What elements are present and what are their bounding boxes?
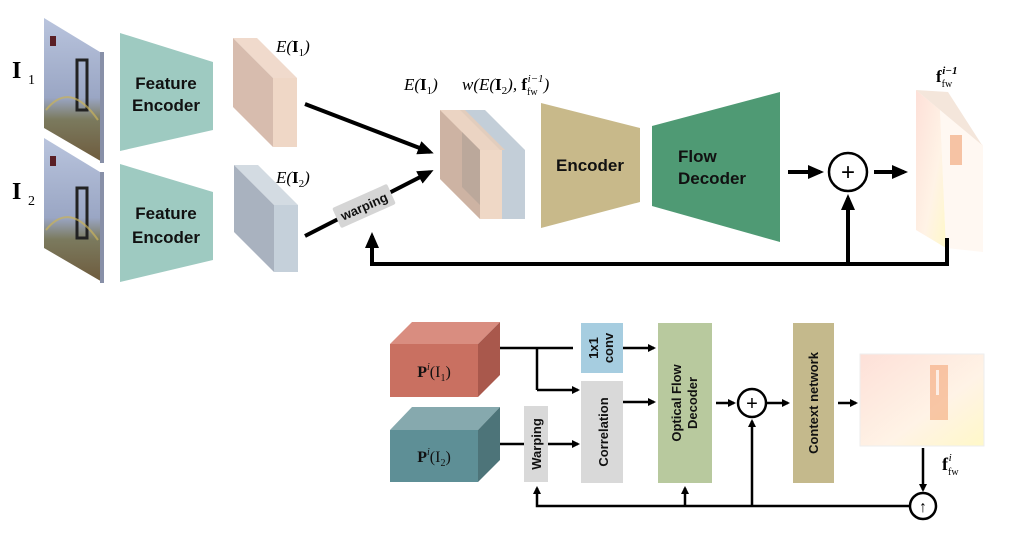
upsample-node: ↑ xyxy=(908,491,938,521)
plus-node-bottom: + xyxy=(736,387,768,419)
pyramid-feature-p1: Pi(I1) xyxy=(390,322,500,397)
plus-node-top: + xyxy=(827,151,869,193)
feature-map-e-i2-label: E(I2) xyxy=(275,168,310,190)
svg-text:Pi(I1): Pi(I1) xyxy=(417,362,451,384)
feature-encoder-2: Feature Encoder xyxy=(120,164,213,282)
svg-text:↑: ↑ xyxy=(919,499,927,516)
svg-text:+: + xyxy=(841,159,855,186)
input-label-i1: I 1 xyxy=(12,58,35,88)
correlation-box: Correlation xyxy=(581,381,623,483)
context-network: Context network xyxy=(793,323,834,483)
svg-text:ffwi−1: ffwi−1 xyxy=(936,65,957,90)
feature-map-e-i1 xyxy=(233,38,297,147)
output-flow-current-label: ffwi xyxy=(942,452,959,478)
warping-box-bottom: Warping xyxy=(524,406,548,482)
svg-text:I: I xyxy=(12,179,21,205)
feature-map-e-i1-label: E(I1) xyxy=(275,37,310,59)
concat-feature-block xyxy=(440,110,525,219)
flow-decoder-line2: Decoder xyxy=(678,169,746,188)
svg-text:2: 2 xyxy=(28,194,35,209)
feature-encoder-1-line1: Feature xyxy=(135,74,196,93)
optical-flow-decoder-line2: Decoder xyxy=(685,377,700,429)
output-flow-current xyxy=(859,353,985,447)
svg-text:w(E(I2), fwffwi−1): w(E(I2), fwffwi−1) xyxy=(462,73,550,98)
input-image-2 xyxy=(44,138,104,283)
svg-text:ffwi: ffwi xyxy=(942,452,959,478)
context-network-label: Context network xyxy=(806,351,821,454)
feature-encoder-1: Feature Encoder xyxy=(120,33,213,151)
svg-text:+: + xyxy=(746,393,758,415)
warping-box-top: warping xyxy=(332,184,396,228)
conv-label-line1: 1x1 xyxy=(586,337,601,359)
flow-decoder-line1: Flow xyxy=(678,147,717,166)
feature-encoder-2-line1: Feature xyxy=(135,204,196,223)
feedback-to-warping-bottom xyxy=(533,486,910,508)
svg-text:1: 1 xyxy=(28,73,35,88)
output-flow-prev xyxy=(916,90,983,252)
flow-decoder: Flow Decoder xyxy=(652,92,780,242)
feature-encoder-2-line2: Encoder xyxy=(132,228,200,247)
conv-1x1-box: 1x1 conv xyxy=(581,323,623,373)
feature-map-e-i2 xyxy=(234,165,298,272)
svg-text:E(I1): E(I1) xyxy=(275,37,310,59)
svg-text:Pi(I2): Pi(I2) xyxy=(417,447,451,469)
input-label-i2: I 2 xyxy=(12,179,35,209)
conv-label-line2: conv xyxy=(601,332,616,363)
feedback-to-warping xyxy=(365,232,949,266)
svg-text:I: I xyxy=(12,58,21,84)
warping-label-bottom: Warping xyxy=(529,418,544,470)
pyramid-feature-p2: Pi(I2) xyxy=(390,407,500,482)
optical-flow-decoder: Optical Flow Decoder xyxy=(658,323,712,483)
svg-text:E(I2): E(I2) xyxy=(275,168,310,190)
feature-encoder-1-line2: Encoder xyxy=(132,96,200,115)
encoder-label: Encoder xyxy=(556,156,624,175)
encoder: Encoder xyxy=(541,103,640,228)
concat-label: E(I1) w(E(I2), fwffwi−1) xyxy=(403,73,550,98)
optical-flow-decoder-line1: Optical Flow xyxy=(669,363,684,441)
input-image-1 xyxy=(44,18,104,163)
arrow-e-i1-to-concat xyxy=(304,102,434,155)
output-flow-prev-label: ffwi−1 xyxy=(936,65,957,90)
svg-text:E(I1): E(I1) xyxy=(403,75,438,97)
correlation-label: Correlation xyxy=(596,397,611,466)
